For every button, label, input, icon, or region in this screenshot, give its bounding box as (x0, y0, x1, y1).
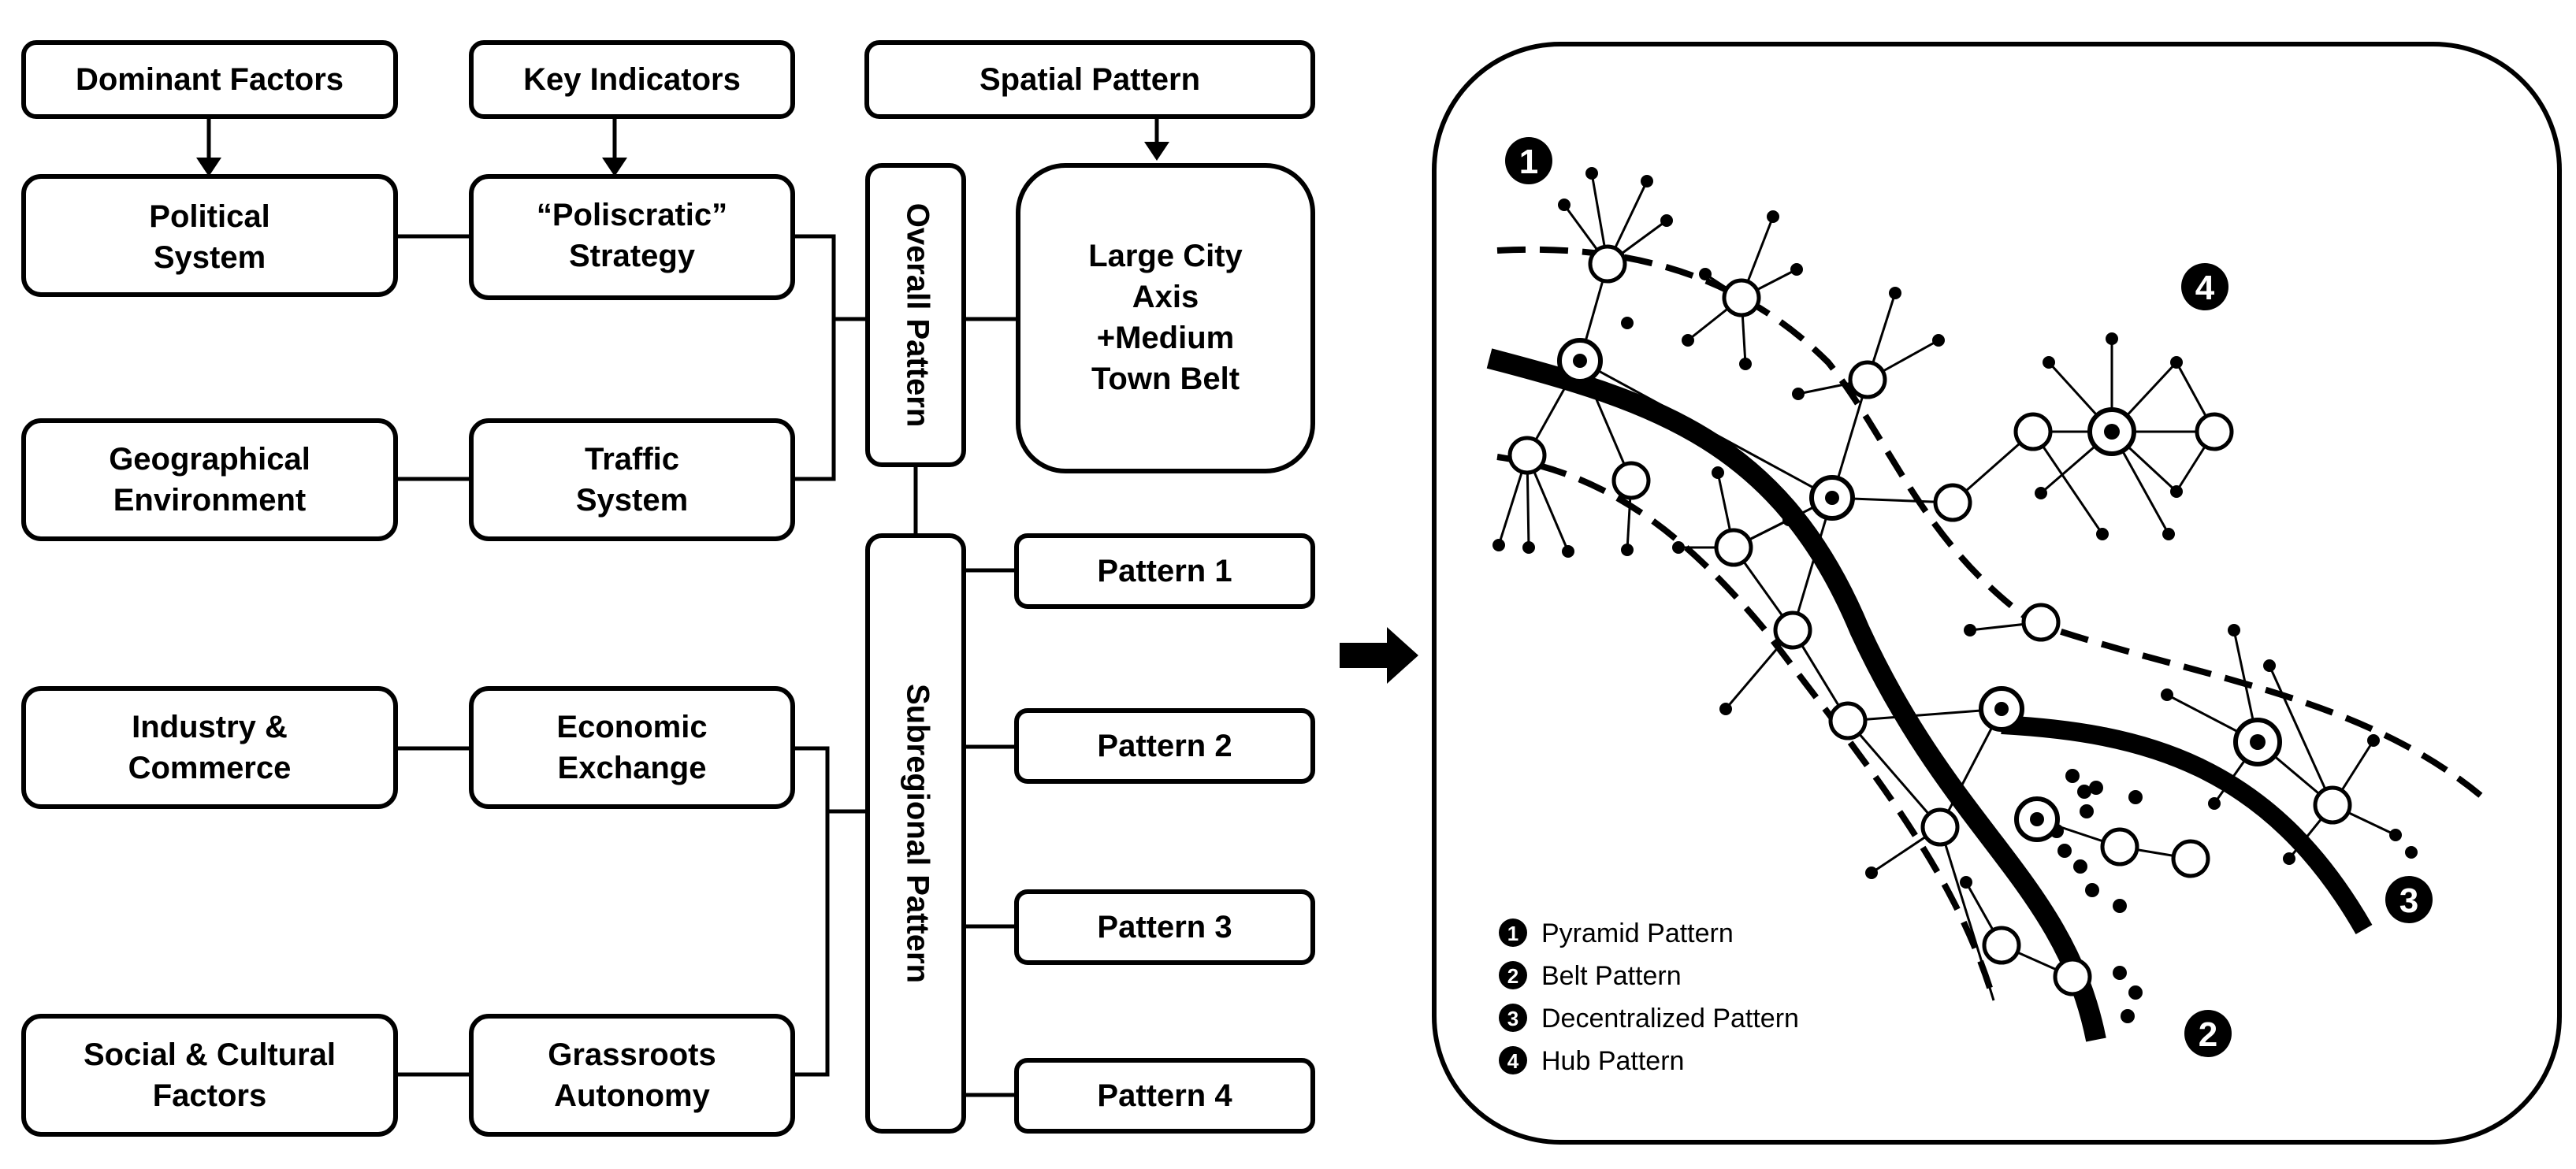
belt-upper (1496, 246, 2492, 807)
outcome-pattern-4: Pattern 4 (1014, 1058, 1315, 1134)
factor-geographical-environment-line-2: Environment (113, 483, 306, 518)
factor-geographical-environment-line-1: Geographical (109, 442, 310, 477)
legend-item-belt: 2 Belt Pattern (1499, 961, 1682, 991)
svg-text:2: 2 (2199, 1015, 2217, 1054)
legend-label-pyramid: Pyramid Pattern (1541, 918, 1734, 948)
indicator-grassroots-autonomy-line-2: Autonomy (554, 1078, 711, 1113)
outcome-large-city-axis-line-2: Axis (1132, 280, 1199, 314)
outcome-large-city-axis-line-3: +Medium (1097, 321, 1234, 355)
legend-item-pyramid: 1 Pyramid Pattern (1499, 918, 1734, 948)
legend-item-hub: 4 Hub Pattern (1499, 1046, 1684, 1076)
indicator-poliscratic-strategy-line-1: “Poliscratic” (537, 198, 727, 232)
town-nodes (1507, 244, 2352, 996)
right-arrow-icon (1340, 627, 1418, 684)
badge-1: 1 (1505, 137, 1552, 184)
outcome-pattern-4-label: Pattern 4 (1097, 1078, 1232, 1113)
indicator-poliscratic-strategy-line-2: Strategy (569, 239, 696, 273)
small-nodes (1492, 167, 2418, 1023)
outcome-pattern-3-label: Pattern 3 (1097, 910, 1232, 944)
svg-text:2: 2 (1507, 964, 1518, 988)
connectors (196, 118, 1169, 1097)
svg-text:4: 4 (2195, 269, 2215, 307)
header-spatial-pattern-label: Spatial Pattern (979, 62, 1200, 97)
group-subregional-pattern: Subregional Pattern (865, 533, 966, 1134)
outcome-pattern-2-label: Pattern 2 (1097, 729, 1232, 763)
factor-industry-commerce: Industry & Commerce (21, 686, 398, 809)
indicator-traffic-system: Traffic System (469, 418, 795, 541)
svg-text:3: 3 (1507, 1007, 1518, 1030)
header-dominant-factors: Dominant Factors (21, 40, 398, 119)
outcome-large-city-axis-line-1: Large City (1088, 239, 1243, 273)
header-key-indicators-label: Key Indicators (523, 62, 741, 97)
svg-text:1: 1 (1519, 143, 1538, 181)
legend-item-decentralized: 3 Decentralized Pattern (1499, 1004, 1799, 1034)
indicator-poliscratic-strategy: “Poliscratic” Strategy (469, 174, 795, 300)
factor-geographical-environment: Geographical Environment (21, 418, 398, 541)
indicator-grassroots-autonomy: Grassroots Autonomy (469, 1014, 795, 1137)
factor-political-system-line-2: System (154, 240, 266, 275)
pattern-map: 1 2 3 4 1 Pyramid Pattern 2 Belt Pattern (1432, 42, 2562, 1145)
header-key-indicators: Key Indicators (469, 40, 795, 119)
header-dominant-factors-label: Dominant Factors (76, 62, 344, 97)
outcome-pattern-2: Pattern 2 (1014, 708, 1315, 784)
legend: 1 Pyramid Pattern 2 Belt Pattern 3 Decen… (1499, 918, 1799, 1076)
legend-label-belt: Belt Pattern (1541, 961, 1682, 991)
group-overall-pattern-label: Overall Pattern (900, 203, 935, 428)
indicator-grassroots-autonomy-line-1: Grassroots (548, 1037, 716, 1072)
factor-industry-commerce-line-1: Industry & (132, 710, 288, 744)
legend-label-decentralized: Decentralized Pattern (1541, 1004, 1799, 1034)
belt-lower (1496, 454, 1997, 1002)
factor-social-cultural: Social & Cultural Factors (21, 1014, 398, 1137)
main-axis-2 (2001, 715, 2373, 934)
svg-text:1: 1 (1507, 922, 1518, 945)
indicator-economic-exchange-line-1: Economic (556, 710, 707, 744)
city-nodes (1557, 338, 2282, 842)
legend-label-hub: Hub Pattern (1541, 1046, 1684, 1076)
factor-industry-commerce-line-2: Commerce (128, 751, 292, 785)
badge-2: 2 (2184, 1010, 2232, 1057)
indicator-economic-exchange-line-2: Exchange (558, 751, 707, 785)
outcome-large-city-axis-line-4: Town Belt (1091, 362, 1240, 396)
svg-text:3: 3 (2399, 881, 2418, 920)
factor-political-system-line-1: Political (149, 199, 269, 234)
outcome-pattern-1: Pattern 1 (1014, 533, 1315, 609)
outcome-pattern-1-label: Pattern 1 (1097, 554, 1232, 588)
indicator-traffic-system-line-1: Traffic (585, 442, 679, 477)
flowchart: Dominant Factors Key Indicators Spatial … (21, 40, 1315, 1137)
indicator-economic-exchange: Economic Exchange (469, 686, 795, 809)
badge-3: 3 (2385, 876, 2433, 923)
factor-social-cultural-line-2: Factors (153, 1078, 267, 1113)
outcome-pattern-3: Pattern 3 (1014, 889, 1315, 965)
svg-text:4: 4 (1507, 1049, 1519, 1073)
indicator-traffic-system-line-2: System (576, 483, 688, 518)
group-subregional-pattern-label: Subregional Pattern (900, 684, 935, 983)
badge-4: 4 (2181, 263, 2228, 310)
factor-social-cultural-line-1: Social & Cultural (84, 1037, 336, 1072)
outcome-large-city-axis: Large City Axis +Medium Town Belt (1016, 163, 1315, 473)
factor-political-system: Political System (21, 174, 398, 297)
header-spatial-pattern: Spatial Pattern (864, 40, 1315, 119)
group-overall-pattern: Overall Pattern (865, 163, 966, 467)
